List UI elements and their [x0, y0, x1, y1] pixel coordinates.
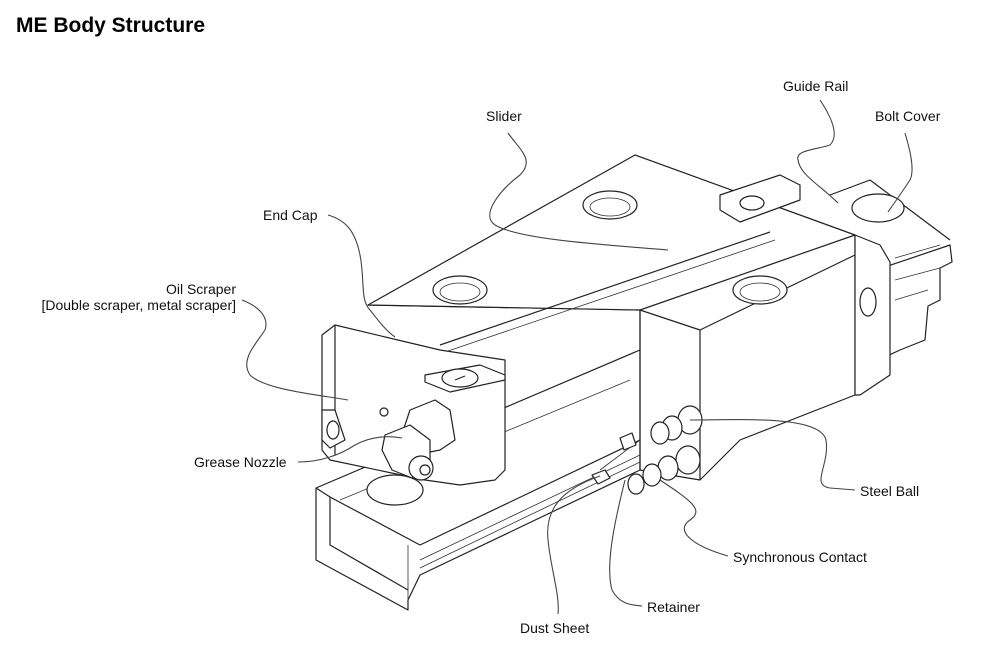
- grease-nozzle: [381, 399, 456, 481]
- slider-leader: [489, 132, 669, 251]
- leader-lines: [241, 99, 913, 615]
- label-oil-scraper: Oil Scraper [Double scraper, metal scrap…: [24, 281, 236, 313]
- steel-balls: [591, 405, 703, 495]
- dust-sheet-leader: [547, 475, 601, 615]
- bolt-cover-leader: [887, 132, 913, 213]
- slider-block: [367, 154, 891, 481]
- label-dust-sheet: Dust Sheet: [520, 620, 590, 636]
- rail-bolt-hole-back: [851, 193, 905, 223]
- label-retainer: Retainer: [647, 599, 700, 615]
- label-steel-ball: Steel Ball: [860, 483, 920, 499]
- slider-bolt-hole-2: [582, 190, 638, 220]
- label-end-cap: End Cap: [263, 207, 318, 223]
- label-grease-nozzle: Grease Nozzle: [194, 454, 287, 470]
- guide-rail-leader: [797, 99, 839, 204]
- label-guide-rail: Guide Rail: [783, 78, 849, 94]
- slider-bolt-hole-1: [432, 275, 488, 305]
- grease-nozzle-leader: [297, 436, 403, 463]
- synchronous-contact-leader: [659, 479, 729, 557]
- oil-scraper-leader: [241, 299, 349, 401]
- end-cap: [321, 324, 506, 486]
- page-title: ME Body Structure: [16, 14, 206, 37]
- slider-bolt-hole-3: [732, 275, 788, 305]
- label-oil-scraper-detail: [Double scraper, metal scraper]: [41, 297, 236, 313]
- end-cap-leader: [327, 214, 396, 338]
- label-bolt-cover: Bolt Cover: [875, 108, 941, 124]
- retainer-leader: [609, 479, 643, 607]
- label-synchronous-contact: Synchronous Contact: [733, 549, 867, 565]
- steel-ball-leader: [689, 419, 856, 491]
- rail-bolt-hole-front: [366, 474, 424, 506]
- label-oil-scraper-title: Oil Scraper: [165, 281, 236, 297]
- label-slider: Slider: [486, 108, 522, 124]
